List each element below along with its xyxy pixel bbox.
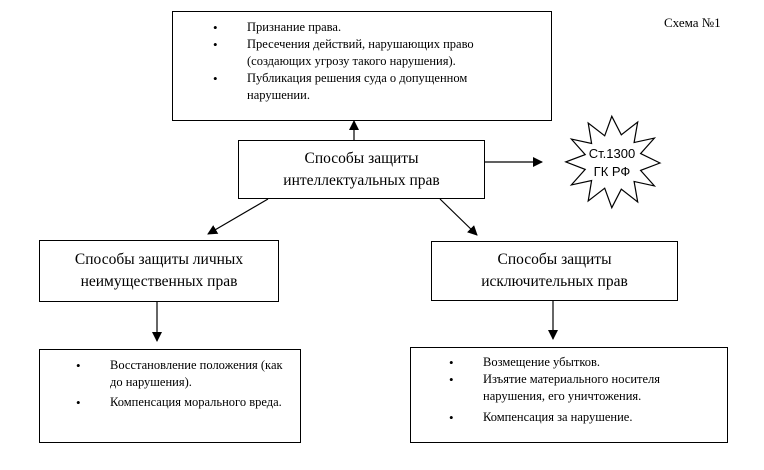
star-shape xyxy=(564,114,662,210)
list-item: Компенсация за нарушение. xyxy=(449,409,711,426)
star-line1: Ст.1300 xyxy=(588,146,636,161)
arrow-to-left-box xyxy=(207,198,269,235)
right-bottom-box: Возмещение убытков. Изъятие материальног… xyxy=(410,347,728,443)
list-item: Пресечения действий, нарушающих право (с… xyxy=(213,36,529,70)
list-item: Публикация решения суда о допущенном нар… xyxy=(213,70,529,104)
star-label: Ст.1300 ГК РФ xyxy=(566,140,658,186)
list-item: Компенсация морального вреда. xyxy=(76,394,286,411)
left-bottom-list: Восстановление положения (как до нарушен… xyxy=(76,357,286,411)
left-box-line2: неимущественных прав xyxy=(80,273,238,290)
center-box: Способы защиты интеллектуальных прав xyxy=(238,140,485,199)
left-box-line1: Способы защиты личных xyxy=(74,251,244,268)
right-bottom-list: Возмещение убытков. Изъятие материальног… xyxy=(449,354,711,426)
top-box-list: Признание права. Пресечения действий, на… xyxy=(213,19,529,104)
left-bottom-box: Восстановление положения (как до нарушен… xyxy=(39,349,301,443)
right-box: Способы защиты исключительных прав xyxy=(431,241,678,301)
top-box: Признание права. Пресечения действий, на… xyxy=(172,11,552,121)
left-box: Способы защиты личных неимущественных пр… xyxy=(39,240,279,302)
center-box-line2: интеллектуальных прав xyxy=(283,171,440,189)
list-item: Признание права. xyxy=(213,19,529,36)
list-item: Изъятие материального носителя нарушения… xyxy=(449,371,711,405)
list-item: Восстановление положения (как до нарушен… xyxy=(76,357,286,391)
right-box-line1: Способы защиты xyxy=(497,251,612,268)
center-box-line1: Способы защиты xyxy=(304,149,419,167)
scheme-label: Схема №1 xyxy=(664,15,721,30)
arrow-to-right-box xyxy=(439,198,478,236)
right-box-line2: исключительных прав xyxy=(481,273,628,290)
star-line2: ГК РФ xyxy=(593,164,631,179)
list-item: Возмещение убытков. xyxy=(449,354,711,371)
